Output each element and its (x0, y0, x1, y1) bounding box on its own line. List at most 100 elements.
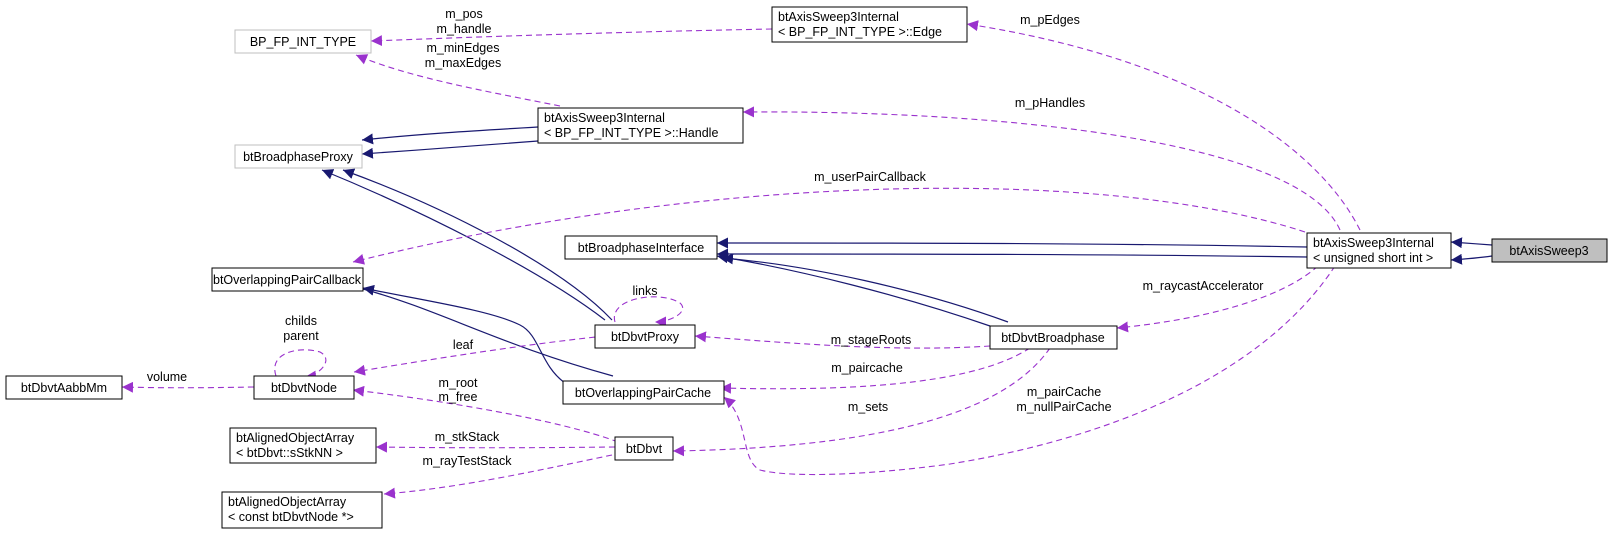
node-edge-label-2: < BP_FP_INT_TYPE >::Edge (778, 25, 942, 39)
usage-edges (121, 20, 1361, 499)
svg-text:childs: childs (285, 314, 317, 328)
nodes: BP_FP_INT_TYPE btAxisSweep3Internal < BP… (5, 6, 1608, 529)
edge-internal-to-callback (352, 187, 1306, 265)
node-aligned-array-node-label-1: btAlignedObjectArray (228, 495, 347, 509)
svg-text:m_userPairCallback: m_userPairCallback (814, 170, 927, 184)
label-m-pair-cache: m_pairCache (1027, 385, 1101, 399)
label-m-pos: m_pos (445, 7, 483, 21)
svg-text:volume: volume (147, 370, 187, 384)
node-aligned-array-node[interactable]: btAlignedObjectArray < const btDbvtNode … (221, 491, 383, 529)
node-axis-sweep3[interactable]: btAxisSweep3 (1491, 238, 1608, 263)
edge-edge-to-fpint (370, 28, 773, 47)
edge-paircache-to-callback-2 (362, 288, 614, 377)
node-broadphase-interface[interactable]: btBroadphaseInterface (564, 235, 718, 260)
edge-handle-to-proxy-1 (361, 126, 539, 145)
svg-text:parent: parent (283, 329, 319, 343)
edge-dbvtbroadphase-to-dbvt (672, 347, 1051, 457)
edge-axissweep3-to-internal-1 (1450, 237, 1493, 249)
label-childs: childs (285, 314, 317, 328)
node-aligned-array-node-label-2: < const btDbvtNode *> (228, 510, 354, 524)
label-m-userpaircallback: m_userPairCallback (814, 170, 927, 184)
inheritance-edges (321, 126, 1493, 384)
node-overlapping-pair-cache[interactable]: btOverlappingPairCache (562, 380, 725, 405)
node-dbvt-aabb-mm[interactable]: btDbvtAabbMm (5, 375, 123, 400)
svg-text:m_pEdges: m_pEdges (1020, 13, 1080, 27)
svg-text:m_pHandles: m_pHandles (1015, 96, 1085, 110)
node-axis-sweep3-label: btAxisSweep3 (1509, 244, 1588, 258)
edge-axisinternal-to-interface-2 (716, 248, 1308, 260)
svg-text:m_nullPairCache: m_nullPairCache (1016, 400, 1111, 414)
label-m-stageroots: m_stageRoots (831, 333, 912, 347)
node-handle-label-2: < BP_FP_INT_TYPE >::Handle (544, 126, 718, 140)
node-dbvt-broadphase-label: btDbvtBroadphase (1001, 331, 1105, 345)
svg-text:m_handle: m_handle (437, 22, 492, 36)
svg-text:m_pos: m_pos (445, 7, 483, 21)
edge-dbvtbroadphase-to-interface-1 (716, 252, 991, 327)
label-m-stkstack: m_stkStack (435, 430, 500, 444)
node-dbvt-node[interactable]: btDbvtNode (253, 375, 355, 400)
edge-dbvtbroadphase-to-interface-2 (721, 253, 1009, 323)
svg-text:m_stkStack: m_stkStack (435, 430, 500, 444)
node-axis-sweep-internal-label-2: < unsigned short int > (1313, 251, 1433, 265)
edge-dbvtproxy-to-proxy-2 (342, 168, 613, 321)
label-m-root: m_root (439, 376, 478, 390)
label-leaf: leaf (453, 338, 474, 352)
edge-dbvt-to-stkarray (375, 441, 616, 453)
svg-text:m_paircache: m_paircache (831, 361, 903, 375)
svg-text:m_maxEdges: m_maxEdges (425, 56, 501, 70)
edge-internal-to-edge (966, 20, 1361, 231)
node-aligned-array-stk[interactable]: btAlignedObjectArray < btDbvt::sStkNN > (229, 427, 377, 464)
edge-dbvt-to-nodearray (383, 454, 613, 499)
edge-axissweep3-to-internal-2 (1450, 253, 1493, 265)
node-axis-sweep-internal-label-1: btAxisSweep3Internal (1313, 236, 1434, 250)
node-dbvt-proxy[interactable]: btDbvtProxy (594, 324, 696, 349)
edge-internal-to-handle (742, 106, 1341, 231)
node-bp-fp-int-type[interactable]: BP_FP_INT_TYPE (234, 29, 372, 54)
label-m-phandles: m_pHandles (1015, 96, 1085, 110)
label-m-paircache: m_paircache (831, 361, 903, 375)
node-edge[interactable]: btAxisSweep3Internal < BP_FP_INT_TYPE >:… (771, 6, 968, 43)
label-volume: volume (147, 370, 187, 384)
svg-text:leaf: leaf (453, 338, 474, 352)
node-dbvt-proxy-label: btDbvtProxy (611, 330, 680, 344)
label-m-handle: m_handle (437, 22, 492, 36)
svg-text:m_sets: m_sets (848, 400, 888, 414)
edge-internal-to-dbvtbroadphase (1116, 265, 1319, 333)
edge-paircache-to-callback (362, 284, 566, 384)
node-dbvt-broadphase[interactable]: btDbvtBroadphase (989, 325, 1118, 350)
edge-node-to-aabb (121, 381, 255, 393)
svg-text:m_free: m_free (439, 390, 478, 404)
node-broadphase-interface-label: btBroadphaseInterface (578, 241, 705, 255)
label-m-sets: m_sets (848, 400, 888, 414)
node-bp-fp-int-type-label: BP_FP_INT_TYPE (250, 35, 356, 49)
svg-text:m_stageRoots: m_stageRoots (831, 333, 912, 347)
label-m-free: m_free (439, 390, 478, 404)
node-overlapping-pair-callback[interactable]: btOverlappingPairCallback (211, 267, 364, 292)
node-handle[interactable]: btAxisSweep3Internal < BP_FP_INT_TYPE >:… (537, 107, 744, 144)
node-dbvt-label: btDbvt (626, 442, 663, 456)
svg-text:m_pairCache: m_pairCache (1027, 385, 1101, 399)
node-axis-sweep-internal[interactable]: btAxisSweep3Internal < unsigned short in… (1306, 232, 1452, 269)
node-aligned-array-stk-label-2: < btDbvt::sStkNN > (236, 446, 343, 460)
edge-handle-to-proxy-2 (361, 140, 539, 159)
node-dbvt[interactable]: btDbvt (614, 436, 674, 461)
label-m-raytestStack: m_rayTestStack (423, 454, 513, 468)
svg-text:m_minEdges: m_minEdges (427, 41, 500, 55)
edge-dbvtproxy-links (613, 296, 683, 328)
edge-dbvtproxy-to-proxy-1 (321, 169, 606, 321)
edge-dbvtnode-childs-parent (274, 349, 327, 382)
edge-dbvtproxy-to-node (353, 335, 606, 376)
node-handle-label-1: btAxisSweep3Internal (544, 111, 665, 125)
svg-text:m_root: m_root (439, 376, 478, 390)
node-broadphase-proxy[interactable]: btBroadphaseProxy (234, 144, 363, 169)
label-parent: parent (283, 329, 319, 343)
label-links: links (632, 284, 657, 298)
node-aligned-array-stk-label-1: btAlignedObjectArray (236, 431, 355, 445)
edge-dbvt-to-node (352, 385, 619, 443)
node-broadphase-proxy-label: btBroadphaseProxy (243, 150, 354, 164)
edge-internal-to-paircache (723, 265, 1336, 476)
edge-dbvtbroadphase-to-dbvtproxy (694, 331, 991, 349)
svg-text:m_rayTestStack: m_rayTestStack (423, 454, 513, 468)
label-m-raycastaccelerator: m_raycastAccelerator (1143, 279, 1264, 293)
